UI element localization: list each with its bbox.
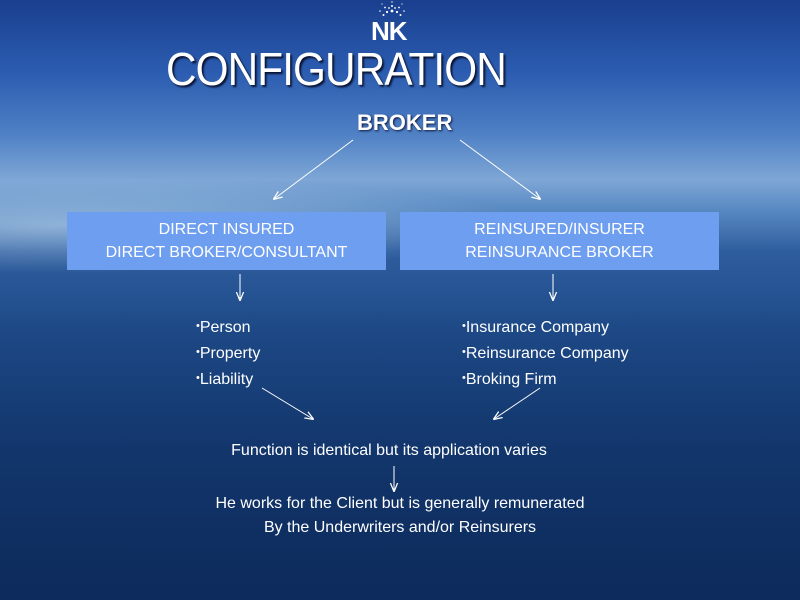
- logo-text: NK: [371, 16, 408, 46]
- arrow-direct-list-to-conclusion: [261, 387, 313, 419]
- remuneration-line: By the Underwriters and/or Reinsurers: [263, 519, 537, 536]
- list-item: Broking Firm: [462, 366, 629, 392]
- list-item: Insurance Company: [462, 314, 629, 340]
- client-type-list-direct: Person Property Liability: [196, 314, 260, 392]
- list-item: Person: [196, 314, 260, 340]
- nk-logo-icon: [379, 1, 405, 16]
- branch-box-line: REINSURED/INSURER: [474, 221, 645, 238]
- branch-box-line: REINSURANCE BROKER: [465, 244, 654, 261]
- branch-box-reinsurance: REINSURED/INSURER REINSURANCE BROKER: [400, 212, 719, 270]
- conclusion-statement: Function is identical but its applicatio…: [231, 442, 547, 459]
- list-item: Property: [196, 340, 260, 366]
- list-item: Liability: [196, 366, 260, 392]
- branch-box-direct: DIRECT INSURED DIRECT BROKER/CONSULTANT: [67, 212, 386, 270]
- root-node-broker: BROKER: [357, 110, 453, 135]
- branch-box-line: DIRECT BROKER/CONSULTANT: [105, 244, 348, 261]
- arrow-reinsurance-list-to-conclusion: [494, 387, 541, 419]
- list-item: Reinsurance Company: [462, 340, 629, 366]
- arrow-broker-to-reinsurance: [459, 139, 540, 199]
- branch-box-line: DIRECT INSURED: [158, 221, 295, 238]
- client-type-list-reinsurance: Insurance Company Reinsurance Company Br…: [462, 314, 629, 392]
- remuneration-line: He works for the Client but is generally…: [215, 495, 585, 512]
- remuneration-statement: He works for the Client but is generally…: [0, 492, 800, 540]
- page-title: CONFIGURATION: [166, 43, 507, 95]
- arrow-broker-to-direct: [274, 139, 354, 199]
